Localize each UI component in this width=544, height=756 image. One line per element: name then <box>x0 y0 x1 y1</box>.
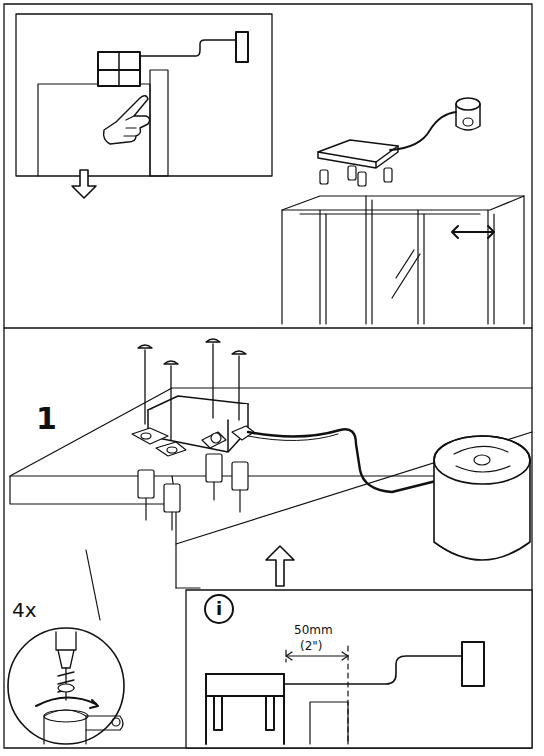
dimension-label: 50mm <box>294 624 333 636</box>
info-symbol: i <box>216 600 222 618</box>
info-circle: i <box>204 594 234 624</box>
step-number: 1 <box>36 404 57 434</box>
dimension-label: (2") <box>300 640 323 652</box>
quantity-label: 4x <box>12 600 37 620</box>
